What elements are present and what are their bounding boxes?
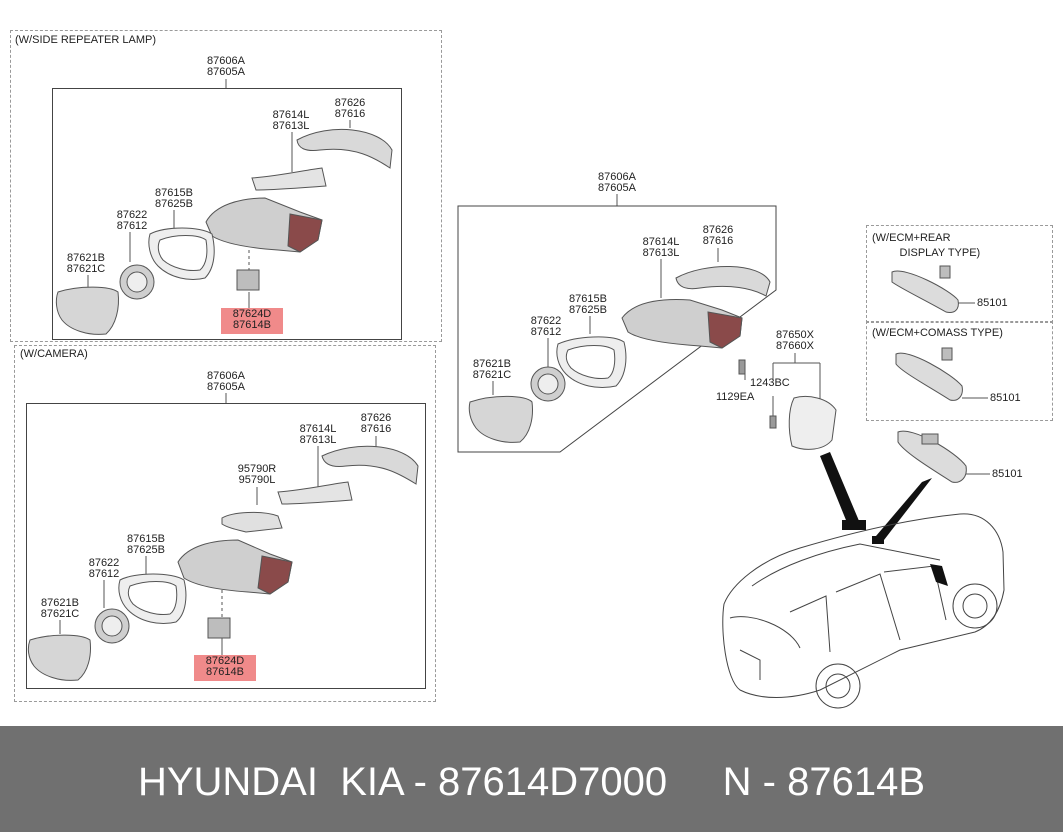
part-label-lamp: 87614L 87613L — [299, 423, 337, 446]
part-label-camera: 95790R 95790L — [237, 463, 277, 486]
part-label-lamp: 87614L 87613L — [642, 236, 680, 259]
group-title: (W/SIDE REPEATER LAMP) — [15, 34, 156, 46]
group-camera — [14, 345, 436, 702]
group-ecm-rear — [866, 225, 1053, 323]
group-ecm-compass — [866, 321, 1053, 421]
part-label-glass: 87621B 87621C — [40, 597, 80, 620]
part-label-glass: 87621B 87621C — [66, 252, 106, 275]
part-label-screw: 1243BC — [750, 377, 790, 389]
highlight-part-camera — [194, 655, 256, 681]
camera-assy-box — [26, 403, 426, 689]
highlight-part-side-repeater — [221, 308, 283, 334]
group-title: (W/CAMERA) — [20, 348, 88, 360]
part-label-housing: 87615B 87625B — [127, 533, 165, 556]
part-label-cover: 87626 87616 — [702, 224, 734, 247]
part-label-highlighted: 87624D 87614B — [205, 655, 245, 678]
group-side-repeater — [10, 30, 442, 342]
part-label-cover: 87626 87616 — [334, 97, 366, 120]
part-label-inside-mirror: 85101 — [990, 392, 1021, 404]
part-label-cover: 87626 87616 — [360, 412, 392, 435]
part-label-actuator: 87622 87612 — [116, 209, 148, 232]
group-title: (W/ECM+REAR DISPLAY TYPE) — [872, 232, 981, 259]
part-label-housing: 87615B 87625B — [569, 293, 607, 316]
part-label-highlighted: 87624D 87614B — [232, 308, 272, 331]
part-label-inside-mirror: 85101 — [977, 297, 1008, 309]
part-label-screw: 1129EA — [716, 391, 755, 403]
part-label-assy: 87606A 87605A — [207, 55, 245, 78]
part-label-lamp: 87614L 87613L — [272, 109, 310, 132]
part-label-assy: 87606A 87605A — [598, 171, 636, 194]
part-label-assy: 87606A 87605A — [207, 370, 245, 393]
footer-bar: HYUNDAI KIA - 87614D7000 N - 87614B — [0, 726, 1063, 832]
part-label-actuator: 87622 87612 — [88, 557, 120, 580]
side-repeater-assy-box — [52, 88, 402, 340]
part-label-housing: 87615B 87625B — [155, 187, 193, 210]
part-label-glass: 87621B 87621C — [472, 358, 512, 381]
group-title: (W/ECM+COMASS TYPE) — [872, 327, 1003, 339]
part-label-inside-mirror: 85101 — [992, 468, 1023, 480]
part-label-inside-mirror: 87650X 87660X — [776, 329, 814, 352]
part-number-caption: HYUNDAI KIA - 87614D7000 N - 87614B — [137, 760, 926, 804]
part-label-actuator: 87622 87612 — [530, 315, 562, 338]
